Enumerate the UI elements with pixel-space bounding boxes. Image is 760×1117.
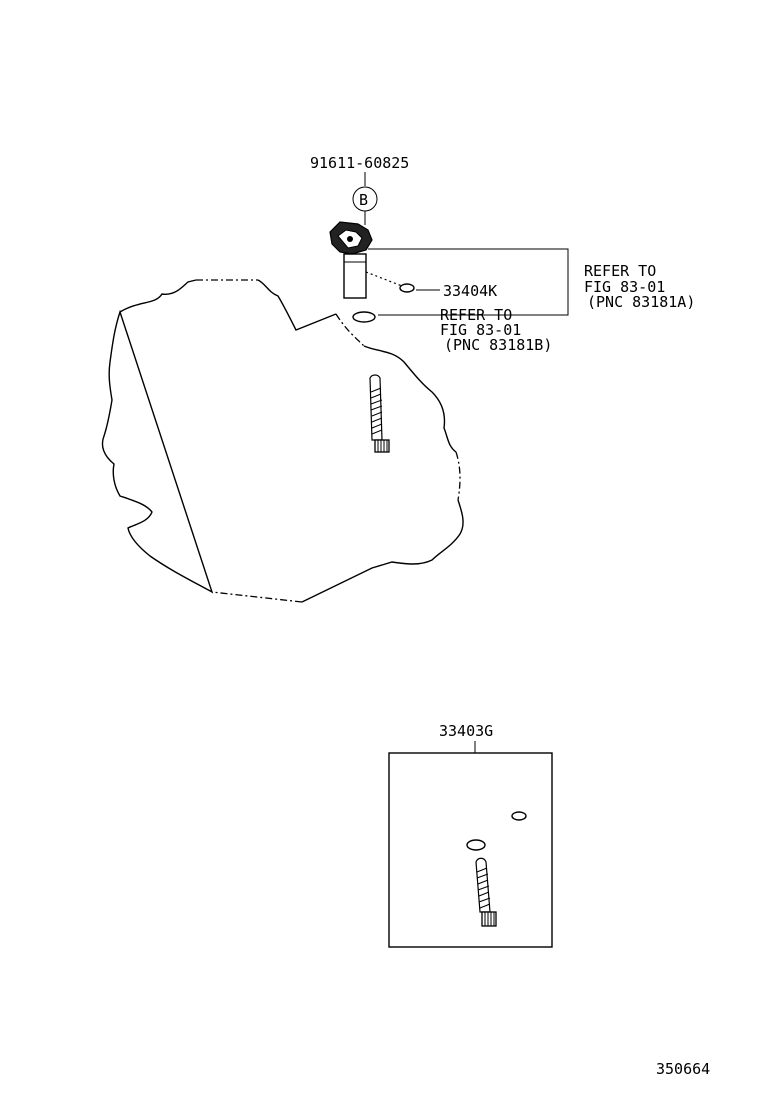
speed-sensor-icon[interactable] [329, 221, 373, 299]
washer-icon[interactable] [399, 283, 415, 293]
bolt-ref-marker[interactable]: B [352, 186, 378, 212]
driven-gear-shaft-icon[interactable] [369, 374, 390, 453]
leader-washer-dotted [365, 271, 403, 287]
transmission-case-outline-icon [101, 279, 464, 603]
kit-oring-icon[interactable] [466, 839, 486, 851]
label-figure-number: 350664 [656, 1060, 710, 1078]
label-bolt-ref: B [359, 191, 368, 209]
label-bolt-part[interactable]: 91611-60825 [310, 154, 409, 172]
label-washer-part[interactable]: 33404K [443, 282, 497, 300]
label-refer-a-line1[interactable]: REFER TO [584, 262, 656, 280]
kit-washer-icon[interactable] [511, 811, 527, 821]
label-refer-b-line2[interactable]: FIG 83-01 [440, 321, 521, 339]
label-kit-part[interactable]: 33403G [439, 722, 493, 740]
label-refer-b-line1[interactable]: REFER TO [440, 306, 512, 324]
oring-icon[interactable] [352, 311, 376, 323]
kit-shaft-icon[interactable] [475, 857, 497, 927]
label-refer-a-line2[interactable]: FIG 83-01 [584, 278, 665, 296]
label-refer-a-line3[interactable]: (PNC 83181A) [587, 293, 695, 311]
leader-refer-a [368, 248, 569, 316]
kit-box[interactable] [388, 752, 553, 948]
label-refer-b-line3[interactable]: (PNC 83181B) [444, 336, 552, 354]
